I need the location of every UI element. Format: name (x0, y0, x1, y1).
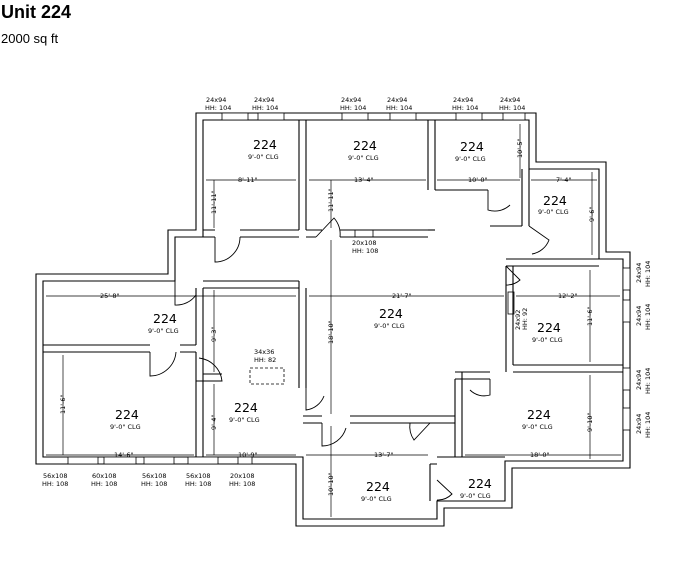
room-number: 224 (234, 400, 258, 415)
window-size: 56x108 (142, 472, 167, 480)
window-hh: HH: 108 (141, 480, 167, 488)
dimension-lines (46, 124, 621, 517)
window-size: 24x94 (635, 370, 643, 390)
window-size: 24x94 (453, 96, 473, 104)
window-size: 24x94 (635, 306, 643, 326)
window-size: 20x108 (230, 472, 255, 480)
room-ceiling: 9'-0" CLG (110, 423, 141, 431)
dim-label: 21'-7" (392, 292, 412, 300)
room-ceiling: 9'-0" CLG (148, 327, 179, 335)
dim-label: 11'-6" (586, 306, 594, 326)
dim-label: 11'-11" (327, 188, 335, 212)
window-size: 24x94 (635, 263, 643, 283)
room-ceiling: 9'-0" CLG (374, 322, 405, 330)
room-number: 224 (468, 476, 492, 491)
room-number: 224 (537, 320, 561, 335)
window-hh: HH: 92 (521, 308, 529, 330)
window-labels: 24x94 HH: 104 24x94 HH: 104 24x94 HH: 10… (42, 96, 652, 488)
dim-label: 10'-10" (327, 472, 335, 496)
room-number: 224 (543, 193, 567, 208)
door-swings (149, 190, 550, 501)
room-number: 224 (460, 139, 484, 154)
room-ceiling: 9'-0" CLG (538, 208, 569, 216)
room-number: 224 (253, 137, 277, 152)
window-hh: HH: 82 (254, 356, 276, 364)
window-hh: HH: 104 (252, 104, 278, 112)
dim-label: 18'-10" (327, 320, 335, 344)
window-size: 24x94 (341, 96, 361, 104)
window-marks (67, 112, 631, 465)
window-size: 24x94 (254, 96, 274, 104)
dim-label: 12'-2" (558, 292, 578, 300)
room-ceiling: 9'-0" CLG (361, 495, 392, 503)
dim-label: 25'-8" (100, 292, 120, 300)
room-number: 224 (379, 306, 403, 321)
dim-label: 11'-11" (210, 190, 218, 214)
window-hh: HH: 108 (185, 480, 211, 488)
window-hh: HH: 104 (499, 104, 525, 112)
window-size: 24x94 (387, 96, 407, 104)
room-ceiling: 9'-0" CLG (248, 153, 279, 161)
room-number: 224 (153, 311, 177, 326)
room-ceiling: 9'-0" CLG (532, 336, 563, 344)
dim-label: 7'-4" (556, 176, 571, 184)
room-ceiling: 9'-0" CLG (460, 492, 491, 500)
dim-label: 13'-4" (354, 176, 374, 184)
window-size: 56x108 (186, 472, 211, 480)
unit-area: 2000 sq ft (1, 31, 59, 46)
dim-label: 10'-5" (516, 138, 524, 158)
window-hh: HH: 108 (91, 480, 117, 488)
dim-label: 9'-4" (210, 415, 218, 430)
room-ceiling: 9'-0" CLG (229, 416, 260, 424)
room-ceiling: 9'-0" CLG (348, 154, 379, 162)
window-hh: HH: 104 (644, 368, 652, 394)
window-hh: HH: 108 (229, 480, 255, 488)
window-hh: HH: 104 (644, 261, 652, 287)
dim-label: 14'-6" (114, 451, 134, 459)
dim-label: 9'-3" (210, 327, 218, 342)
dim-label: 9'-6" (588, 207, 596, 222)
dim-label: 10'-9" (238, 451, 258, 459)
window-size: 20x108 (352, 239, 377, 247)
room-number: 224 (527, 407, 551, 422)
window-size: 24x92 (514, 310, 522, 330)
unit-title: Unit 224 (1, 2, 72, 22)
window-size: 60x108 (92, 472, 117, 480)
window-hh: HH: 104 (205, 104, 231, 112)
dim-label: 10'-0" (468, 176, 488, 184)
dim-label: 9'-10" (586, 412, 594, 432)
window-size: 24x94 (206, 96, 226, 104)
window-hh: HH: 108 (352, 247, 378, 255)
room-number: 224 (353, 138, 377, 153)
window-hh: HH: 104 (644, 412, 652, 438)
dim-label: 18'-0" (530, 451, 550, 459)
dimension-labels: 8'-11" 13'-4" 10'-0" 7'-4" 11'-11" 11'-1… (59, 138, 596, 496)
window-hh: HH: 104 (340, 104, 366, 112)
interior-walls (43, 120, 623, 501)
window-size: 24x94 (635, 414, 643, 434)
window-size: 56x108 (43, 472, 68, 480)
dim-label: 13'-7" (374, 451, 394, 459)
window-hh: HH: 104 (386, 104, 412, 112)
room-ceiling: 9'-0" CLG (522, 423, 553, 431)
room-labels: 224 9'-0" CLG 224 9'-0" CLG 224 9'-0" CL… (110, 137, 569, 503)
window-hh: HH: 104 (452, 104, 478, 112)
window-size: 24x94 (500, 96, 520, 104)
room-ceiling: 9'-0" CLG (455, 155, 486, 163)
room-number: 224 (366, 479, 390, 494)
dim-label: 11'-6" (59, 394, 67, 414)
room-number: 224 (115, 407, 139, 422)
window-hh: HH: 108 (42, 480, 68, 488)
window-size: 34x36 (254, 348, 274, 356)
dim-label: 8'-11" (238, 176, 258, 184)
window-hh: HH: 104 (644, 304, 652, 330)
